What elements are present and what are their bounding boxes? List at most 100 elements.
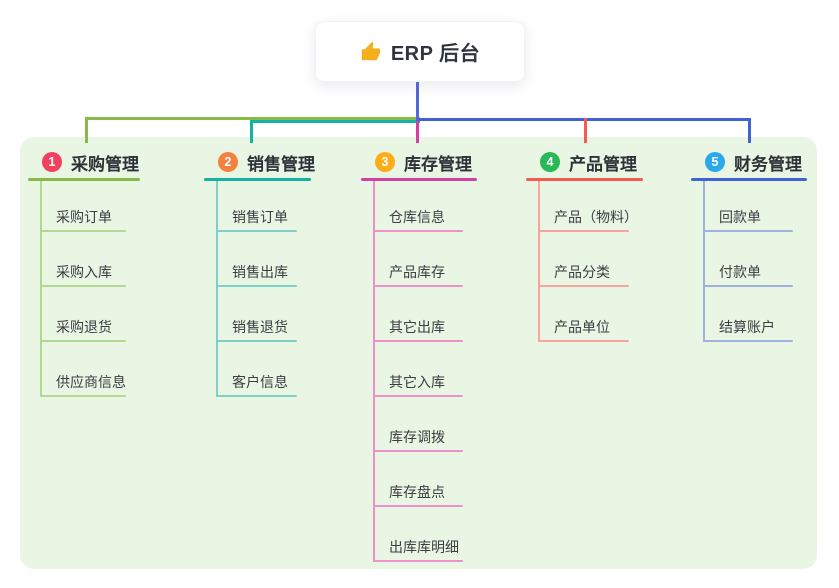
child-node-label: 出库库明细 xyxy=(389,539,459,555)
child-node-label: 销售出库 xyxy=(232,264,288,280)
branch-spine-line xyxy=(40,181,42,397)
root-node-label: ERP 后台 xyxy=(390,43,481,65)
child-node[interactable]: 库存盘点 xyxy=(361,456,477,511)
branch-title-underline xyxy=(526,178,643,181)
child-underline xyxy=(373,505,463,507)
branch-title-row[interactable]: 3 库存管理 xyxy=(361,146,477,178)
child-node[interactable]: 采购退货 xyxy=(28,291,140,346)
branch-children: 产品（物料） 产品分类 产品单位 xyxy=(526,181,643,346)
child-node-label: 产品单位 xyxy=(554,319,610,335)
branch-number-badge: 1 xyxy=(42,152,62,172)
connector-line xyxy=(85,117,88,143)
branch-number-badge: 5 xyxy=(705,152,725,172)
branch-spine-line xyxy=(538,181,540,342)
child-underline xyxy=(538,285,629,287)
branch-number-badge: 2 xyxy=(218,152,238,172)
child-node-label: 付款单 xyxy=(719,264,761,280)
root-node[interactable]: ERP 后台 xyxy=(315,21,525,82)
child-node[interactable]: 产品（物料） xyxy=(526,181,643,236)
child-underline xyxy=(40,395,126,397)
child-underline xyxy=(703,285,793,287)
branch-title-row[interactable]: 1 采购管理 xyxy=(28,146,140,178)
child-node-label: 其它出库 xyxy=(389,319,445,335)
child-underline xyxy=(538,230,629,232)
connector-line xyxy=(250,120,253,143)
connector-line xyxy=(748,118,751,143)
branch-title-row[interactable]: 4 产品管理 xyxy=(526,146,643,178)
connector-line xyxy=(584,118,587,143)
child-node[interactable]: 客户信息 xyxy=(204,346,311,401)
branch-title-label: 产品管理 xyxy=(569,154,637,174)
child-underline xyxy=(216,395,297,397)
branch-title-row[interactable]: 5 财务管理 xyxy=(691,146,807,178)
branch-spine-line xyxy=(373,181,375,562)
child-node[interactable]: 回款单 xyxy=(691,181,807,236)
child-node-label: 库存盘点 xyxy=(389,484,445,500)
child-node[interactable]: 产品单位 xyxy=(526,291,643,346)
child-node[interactable]: 采购入库 xyxy=(28,236,140,291)
branch-title-underline xyxy=(28,178,140,181)
branch-children: 仓库信息 产品库存 其它出库 其它入库 库存调拨 库存盘点 出库库明细 xyxy=(361,181,477,566)
child-underline xyxy=(373,285,463,287)
branch-number-badge: 4 xyxy=(540,152,560,172)
child-underline xyxy=(373,340,463,342)
branch-spine-line xyxy=(703,181,705,342)
child-underline xyxy=(373,450,463,452)
child-node[interactable]: 结算账户 xyxy=(691,291,807,346)
thumbs-up-icon xyxy=(361,41,380,60)
child-underline xyxy=(40,340,126,342)
branch-node: 3 库存管理 仓库信息 产品库存 其它出库 其它入库 库存调拨 库存盘点 出库库… xyxy=(361,146,477,566)
child-node[interactable]: 销售退货 xyxy=(204,291,311,346)
child-node[interactable]: 仓库信息 xyxy=(361,181,477,236)
child-node[interactable]: 产品库存 xyxy=(361,236,477,291)
child-node-label: 回款单 xyxy=(719,209,761,225)
branch-title-label: 采购管理 xyxy=(71,154,139,174)
child-node[interactable]: 采购订单 xyxy=(28,181,140,236)
child-node-label: 销售退货 xyxy=(232,319,288,335)
child-underline xyxy=(373,560,463,562)
child-node[interactable]: 其它入库 xyxy=(361,346,477,401)
child-node-label: 采购订单 xyxy=(56,209,112,225)
branch-node: 5 财务管理 回款单 付款单 结算账户 xyxy=(691,146,807,346)
child-node[interactable]: 库存调拨 xyxy=(361,401,477,456)
child-node-label: 库存调拨 xyxy=(389,429,445,445)
branch-children: 回款单 付款单 结算账户 xyxy=(691,181,807,346)
child-underline xyxy=(373,395,463,397)
child-node[interactable]: 其它出库 xyxy=(361,291,477,346)
child-node-label: 仓库信息 xyxy=(389,209,445,225)
child-node[interactable]: 出库库明细 xyxy=(361,511,477,566)
branch-node: 2 销售管理 销售订单 销售出库 销售退货 客户信息 xyxy=(204,146,315,401)
child-node[interactable]: 销售订单 xyxy=(204,181,311,236)
child-node-label: 产品分类 xyxy=(554,264,610,280)
branch-title-label: 销售管理 xyxy=(247,154,315,174)
child-node-label: 客户信息 xyxy=(232,374,288,390)
child-underline xyxy=(40,230,126,232)
child-node[interactable]: 产品分类 xyxy=(526,236,643,291)
child-node[interactable]: 付款单 xyxy=(691,236,807,291)
branch-spine-line xyxy=(216,181,218,397)
child-node-label: 采购入库 xyxy=(56,264,112,280)
branch-title-row[interactable]: 2 销售管理 xyxy=(204,146,315,178)
child-node-label: 其它入库 xyxy=(389,374,445,390)
child-underline xyxy=(703,230,793,232)
root-connector-line xyxy=(416,82,419,121)
child-underline xyxy=(40,285,126,287)
child-node[interactable]: 销售出库 xyxy=(204,236,311,291)
branch-title-underline xyxy=(361,178,477,181)
branch-number-badge: 3 xyxy=(375,152,395,172)
branch-node: 1 采购管理 采购订单 采购入库 采购退货 供应商信息 xyxy=(28,146,140,401)
branch-title-underline xyxy=(691,178,807,181)
child-underline xyxy=(703,340,793,342)
child-underline xyxy=(216,230,297,232)
branch-children: 销售订单 销售出库 销售退货 客户信息 xyxy=(204,181,311,401)
child-node-label: 产品（物料） xyxy=(554,209,638,225)
branch-title-label: 财务管理 xyxy=(734,154,802,174)
branch-title-label: 库存管理 xyxy=(404,154,472,174)
connector-line xyxy=(416,118,751,121)
connector-line xyxy=(85,117,420,120)
child-node[interactable]: 供应商信息 xyxy=(28,346,140,401)
child-node-label: 结算账户 xyxy=(719,319,775,335)
child-node-label: 销售订单 xyxy=(232,209,288,225)
branch-title-underline xyxy=(204,178,311,181)
